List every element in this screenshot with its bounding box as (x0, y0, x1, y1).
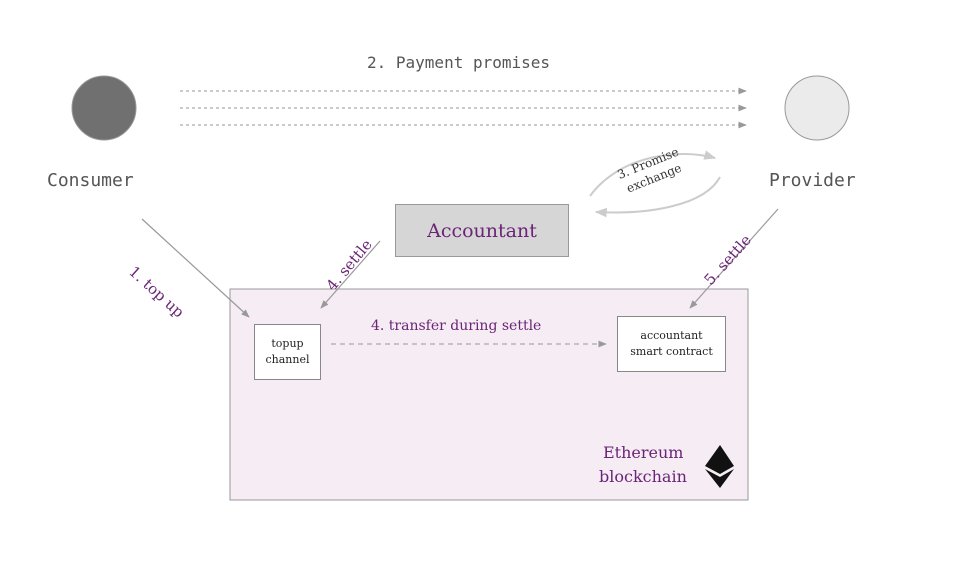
promise-exchange-upper-arrow (589, 150, 717, 197)
consumer-node (71, 75, 137, 141)
topup-channel-box: topup channel (254, 324, 321, 380)
promise-exchange-lower-arrow (594, 176, 721, 218)
ethereum-icon (705, 445, 734, 488)
accountant-contract-box: accountant smart contract (617, 316, 726, 372)
blockchain-label-line1: Ethereum (603, 443, 684, 462)
provider-label: Provider (769, 170, 856, 191)
topup-channel-label-line2: channel (265, 353, 310, 366)
settle-accountant-arrow (320, 240, 381, 309)
payment-promises-arrows (180, 87, 747, 129)
consumer-label: Consumer (47, 170, 134, 191)
provider-node (784, 75, 850, 141)
accountant-contract-label-line1: accountant (640, 329, 703, 342)
top-up-arrow (141, 218, 250, 318)
blockchain-label-line2: blockchain (599, 467, 687, 486)
settle-provider-arrow (689, 208, 779, 309)
transfer-label: 4. transfer during settle (371, 318, 542, 334)
accountant-contract-label-line2: smart contract (630, 345, 713, 358)
topup-channel-label-line1: topup (271, 337, 304, 350)
accountant-box: Accountant (395, 204, 569, 257)
payment-promises-label: 2. Payment promises (367, 53, 551, 72)
accountant-label: Accountant (427, 219, 537, 242)
